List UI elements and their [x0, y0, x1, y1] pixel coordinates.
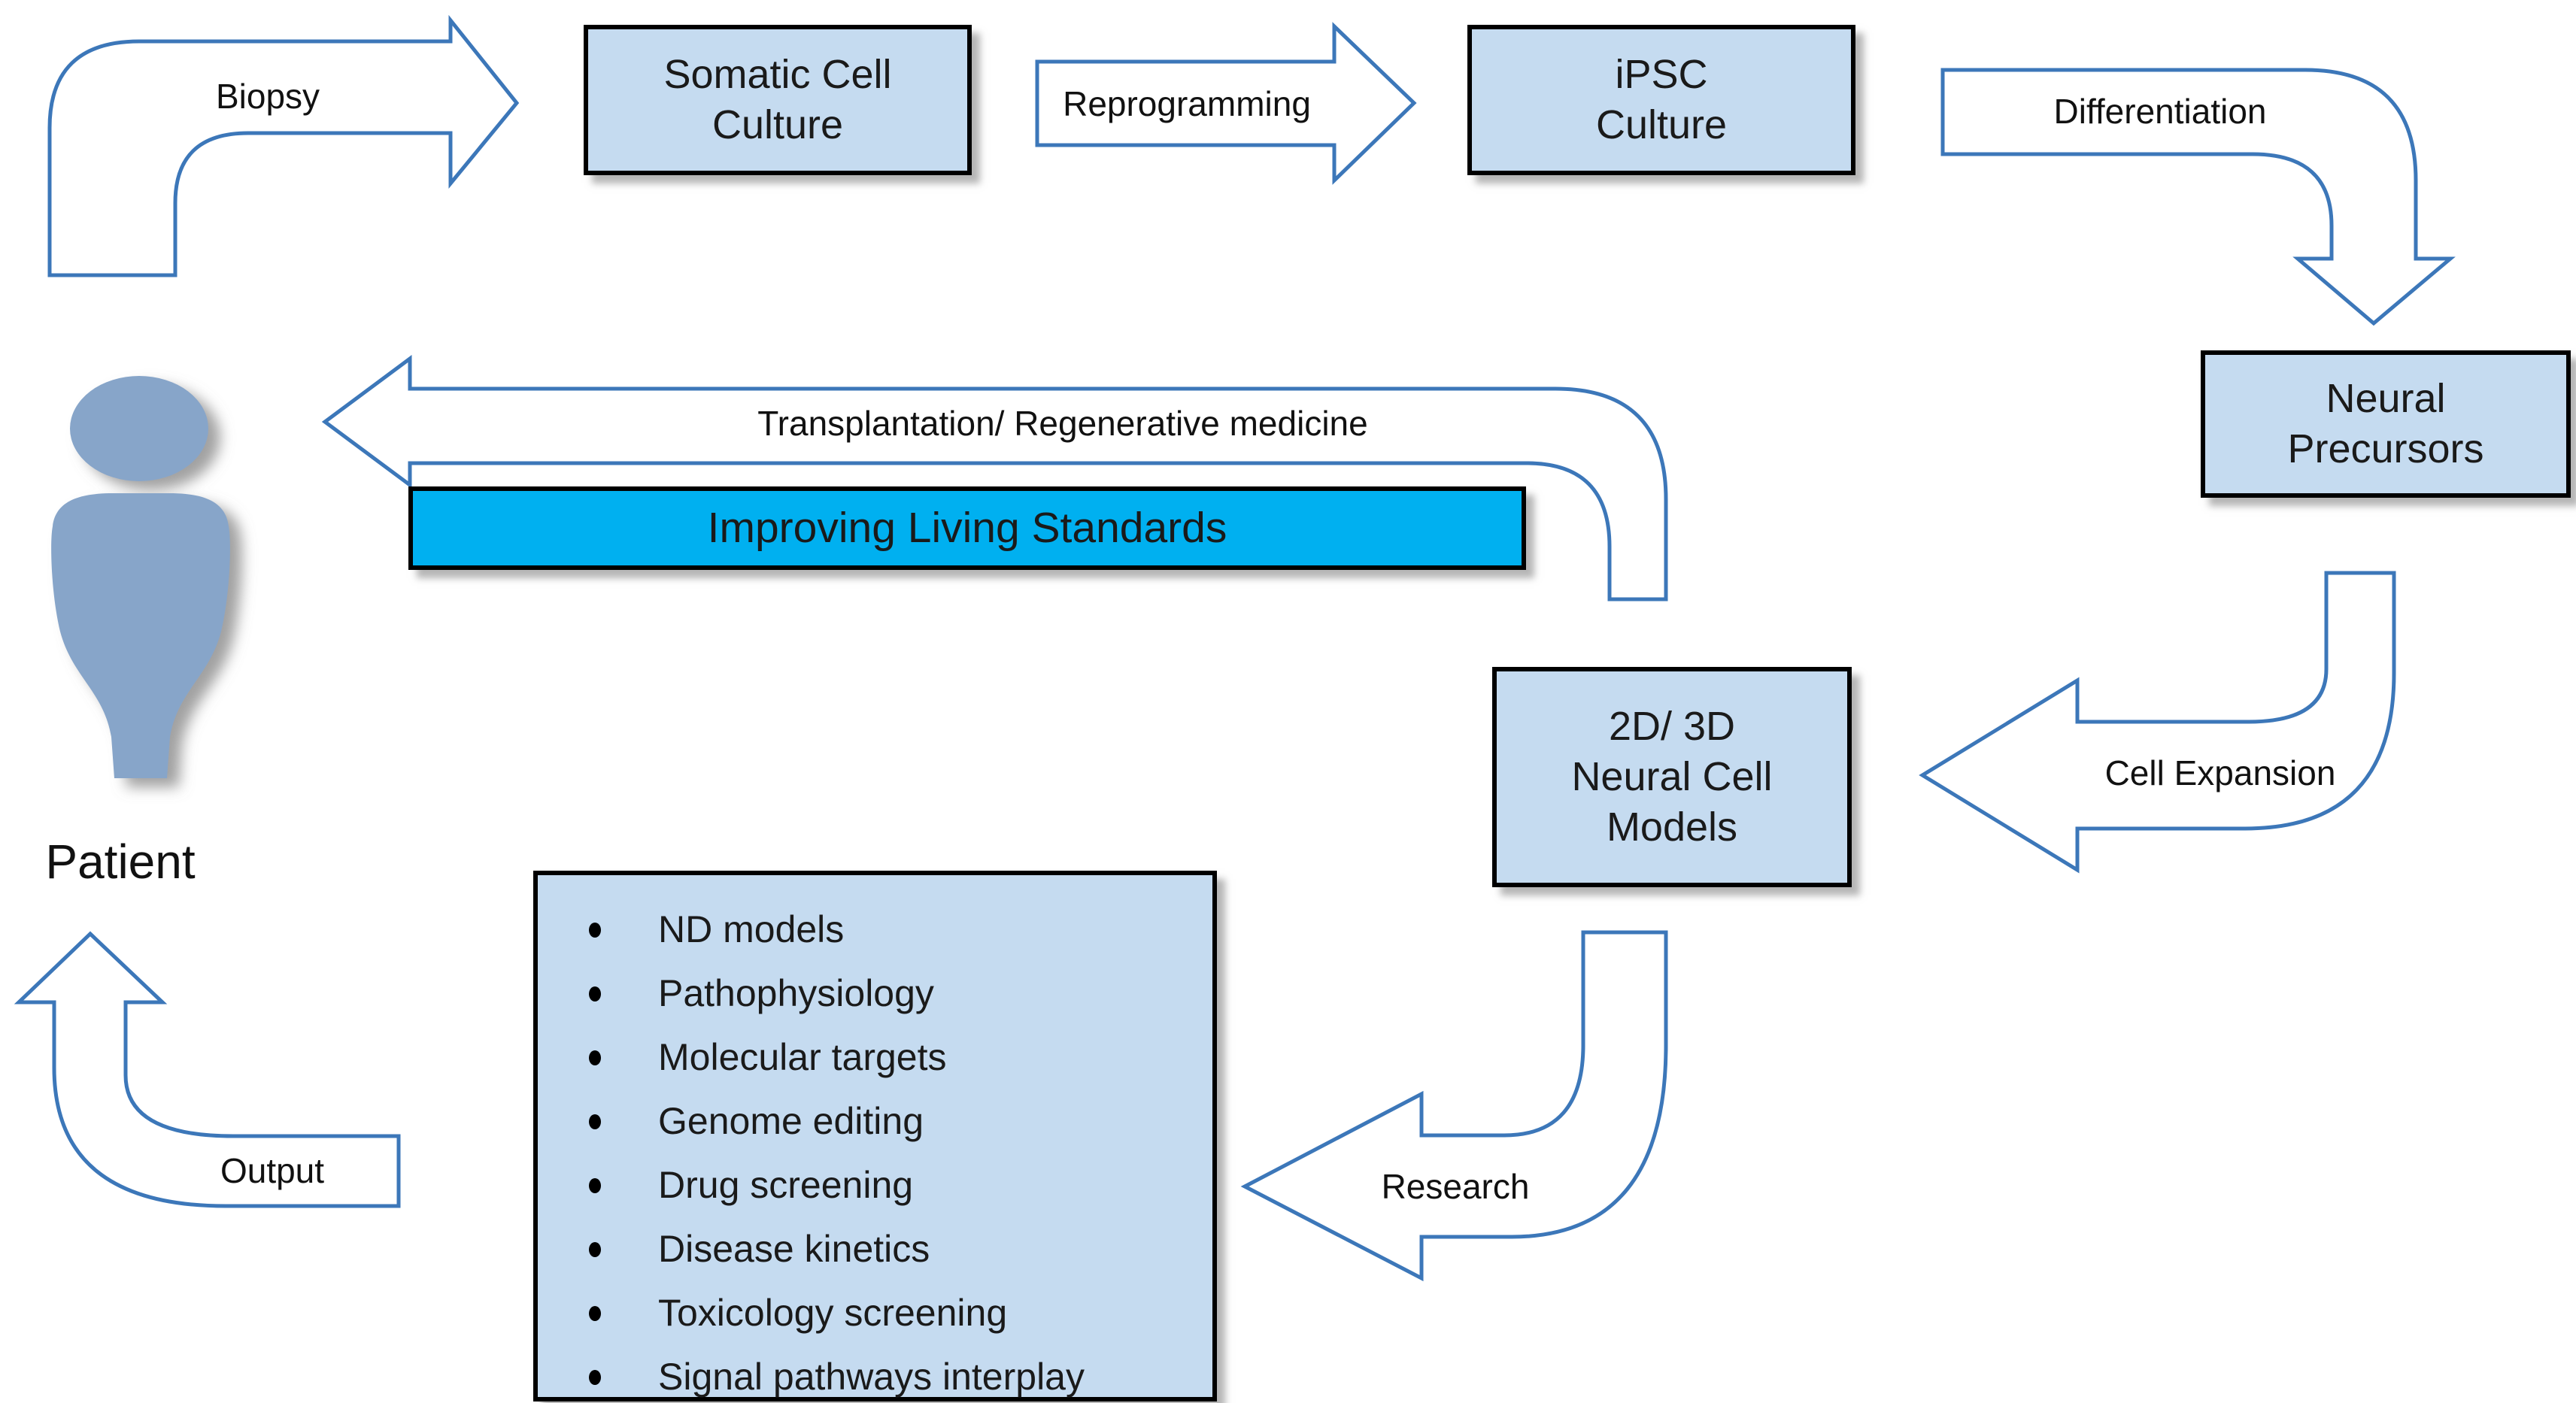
list-item: Toxicology screening [538, 1281, 1212, 1345]
output-arrow-label: Output [220, 1151, 325, 1190]
list-item: Signal pathways interplay [538, 1345, 1212, 1403]
reprogramming-arrow [1035, 22, 1417, 185]
differentiation-arrow [1940, 68, 2456, 326]
somatic-cell-culture-box: Somatic Cell Culture [584, 25, 972, 175]
patient-person-icon [51, 376, 230, 778]
cell-expansion-arrow [1919, 571, 2396, 874]
list-item: Genome editing [538, 1089, 1212, 1153]
list-item: Pathophysiology [538, 962, 1212, 1026]
cell-expansion-arrow-label: Cell Expansion [2104, 753, 2336, 792]
list-item: Molecular targets [538, 1026, 1212, 1089]
neural-cell-models-box: 2D/ 3D Neural Cell Models [1492, 667, 1852, 887]
ipsc-culture-box: iPSC Culture [1467, 25, 1855, 175]
output-arrow [14, 931, 401, 1208]
list-item: Disease kinetics [538, 1217, 1212, 1281]
reprogramming-arrow-label: Reprogramming [1063, 84, 1311, 123]
research-arrow [1240, 930, 1668, 1282]
biopsy-arrow [47, 14, 520, 277]
list-item: ND models [538, 898, 1212, 962]
research-arrow-label: Research [1381, 1167, 1530, 1206]
differentiation-arrow-label: Differentiation [2053, 92, 2267, 131]
improving-living-standards-box: Improving Living Standards [408, 486, 1526, 570]
person-body [51, 493, 230, 778]
transplantation-arrow [321, 355, 1668, 602]
person-head [70, 376, 208, 481]
transplantation-arrow-label: Transplantation/ Regenerative medicine [757, 404, 1368, 443]
neural-precursors-box: Neural Precursors [2201, 350, 2571, 498]
list-item: Drug screening [538, 1153, 1212, 1217]
research-applications-list: ND models Pathophysiology Molecular targ… [538, 875, 1212, 1403]
patient-label: Patient [45, 835, 196, 889]
biopsy-arrow-label: Biopsy [215, 77, 320, 116]
research-applications-box: ND models Pathophysiology Molecular targ… [533, 871, 1217, 1401]
